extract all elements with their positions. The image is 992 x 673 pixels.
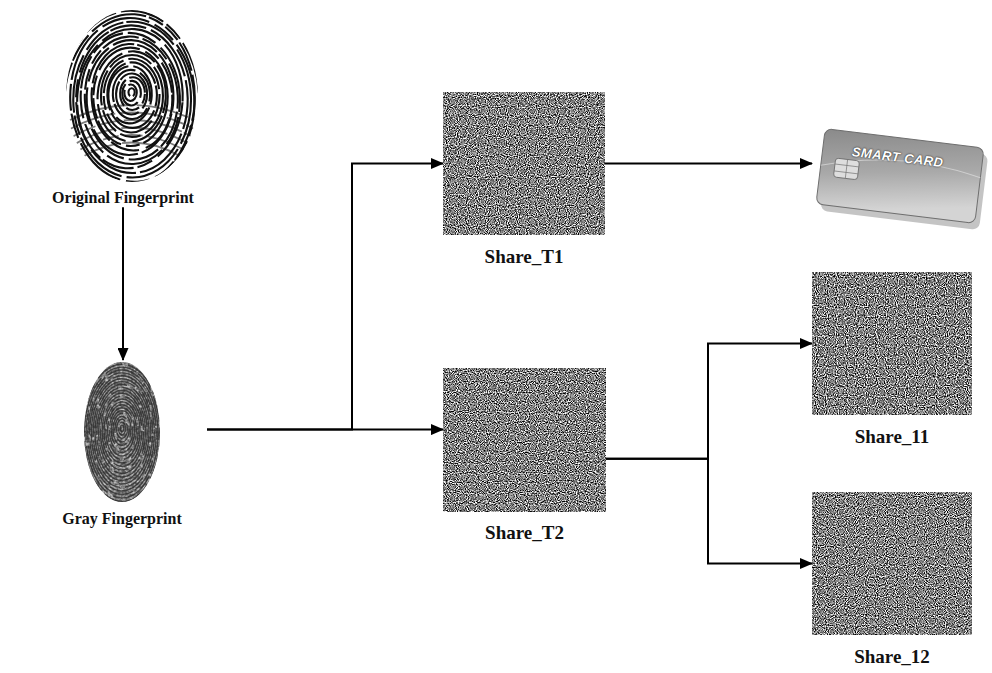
- image-caption: Share_12: [812, 646, 972, 669]
- fingerprint-ridge: [62, 10, 200, 192]
- fingerprint-ridge: [118, 422, 125, 435]
- connector-arrow: [207, 164, 443, 430]
- fingerprint-ridge: [90, 376, 155, 491]
- fingerprint-ridge: [106, 402, 138, 460]
- fingerprint-ridge: [91, 379, 152, 488]
- fingerprint-area: [37, 360, 207, 505]
- fingerprint-illustration: [59, 6, 205, 197]
- fingerprint-ridge: [128, 88, 134, 96]
- share-noise-pattern: [812, 492, 972, 635]
- share-noise-base: [812, 492, 972, 635]
- fingerprint-ridge: [82, 364, 161, 505]
- share-noise-svg: [443, 368, 606, 512]
- image-caption: Share_T1: [443, 246, 605, 269]
- fingerprint-ridge: [73, 26, 188, 172]
- fingerprint-ridge: [104, 399, 140, 463]
- fingerprint-ridge: [101, 55, 163, 137]
- share-noise-image: [812, 272, 972, 415]
- share-image-node: Share_T2: [443, 368, 606, 545]
- connector-arrow: [605, 163, 812, 165]
- smart-card-illustration: [815, 129, 989, 230]
- fingerprint-ridge: [59, 6, 205, 197]
- fingerprint-ridge: [70, 143, 194, 166]
- card-body: [816, 129, 984, 224]
- share-noise-image: [443, 92, 605, 235]
- image-caption: Share_11: [812, 426, 972, 449]
- card-label: SMART CARD: [851, 144, 944, 170]
- fingerprint-ridge: [111, 411, 133, 449]
- fingerprint-ridge: [93, 382, 151, 484]
- connector-arrow: [606, 344, 812, 459]
- share-noise-pattern: [812, 272, 972, 415]
- share-noise-base: [812, 272, 972, 415]
- fingerprint-ridge: [70, 128, 194, 148]
- share-noise-svg: [812, 272, 972, 415]
- share-noise-image: [812, 492, 972, 635]
- image-caption: Share_T2: [443, 522, 606, 545]
- share-noise-base: [443, 92, 605, 235]
- fingerprint-ridge: [100, 393, 143, 470]
- share-noise-svg: [443, 92, 605, 235]
- fingerprint-ridge: [116, 73, 148, 115]
- fingerprint-ridge: [109, 408, 134, 453]
- chip-contacts: [833, 158, 859, 180]
- fingerprint-ridge: [84, 367, 160, 501]
- image-caption: Original Fingerprint: [28, 188, 218, 207]
- share-noise-base: [443, 368, 606, 512]
- fingerprint-ridge: [102, 396, 142, 466]
- image-caption: Gray Fingerprint: [37, 509, 207, 528]
- fingerprint-node: Original Fingerprint: [28, 8, 218, 207]
- connector-arrow: [122, 207, 124, 360]
- smart-card-node: SMART CARD: [812, 126, 988, 226]
- fingerprint-ridge: [120, 425, 124, 431]
- fingerprint-ridge: [86, 370, 158, 498]
- fingerprint-ridge: [95, 385, 149, 481]
- connector-arrow: [606, 459, 812, 564]
- share-image-node: Share_T1: [443, 92, 605, 269]
- fingerprint-ridge: [121, 80, 141, 106]
- fingerprint-ridge: [107, 62, 158, 129]
- fingerprint-ridge: [108, 405, 137, 456]
- share-image-node: Share_11: [812, 272, 972, 449]
- fingerprint-ridge: [99, 390, 146, 473]
- fingerprint-area: [28, 8, 218, 186]
- fingerprint-ridge: [117, 419, 128, 438]
- fingerprint-ridge: [85, 39, 175, 156]
- fingerprint-ridge: [113, 414, 131, 446]
- fingerprint-ridge: [115, 416, 129, 442]
- fingerprint-ridge: [88, 373, 156, 495]
- card-chip: [833, 158, 859, 180]
- share-noise-image: [443, 368, 606, 512]
- fingerprint-node: Gray Fingerprint: [37, 360, 207, 528]
- gray-fingerprint-illustration: [81, 361, 164, 508]
- fingerprint-ridge: [73, 21, 192, 178]
- connector-arrow: [207, 429, 443, 431]
- share-noise-svg: [812, 492, 972, 635]
- fingerprint-ridge: [124, 84, 137, 101]
- share-noise-pattern: [443, 368, 606, 512]
- share-image-node: Share_12: [812, 492, 972, 669]
- fingerprint-ridge: [81, 361, 164, 508]
- fingerprint-ridge: [97, 387, 147, 477]
- share-noise-pattern: [443, 92, 605, 235]
